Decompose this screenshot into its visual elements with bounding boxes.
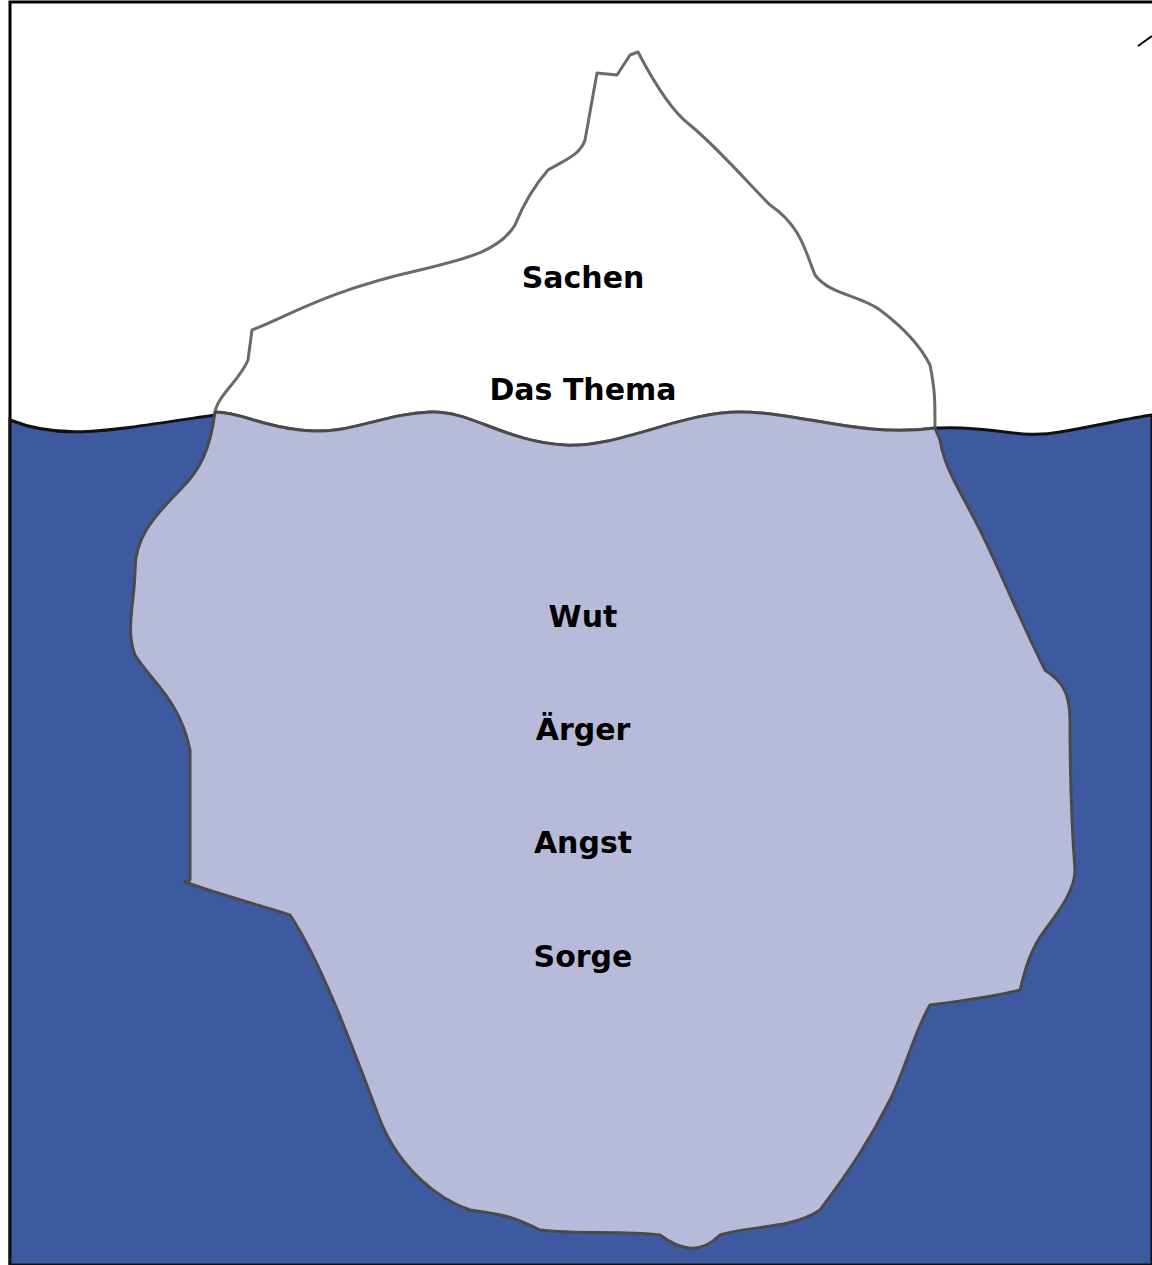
- iceberg-label: Sachen: [522, 260, 645, 296]
- frame: [10, 2, 1152, 1265]
- iceberg-underwater-path: [131, 412, 1075, 1248]
- iceberg-tip: SachenDas Thema: [200, 40, 950, 450]
- iceberg-underwater: WutÄrgerAngstSorge: [120, 400, 1090, 1260]
- iceberg-tip-path: [215, 52, 935, 445]
- iceberg-label: Sorge: [534, 939, 633, 975]
- iceberg-label: Wut: [549, 599, 618, 635]
- iceberg-label: Ärger: [536, 712, 631, 748]
- iceberg-label: Angst: [534, 825, 632, 861]
- iceberg-label: Das Thema: [489, 372, 676, 408]
- corner-stroke: [1138, 36, 1152, 46]
